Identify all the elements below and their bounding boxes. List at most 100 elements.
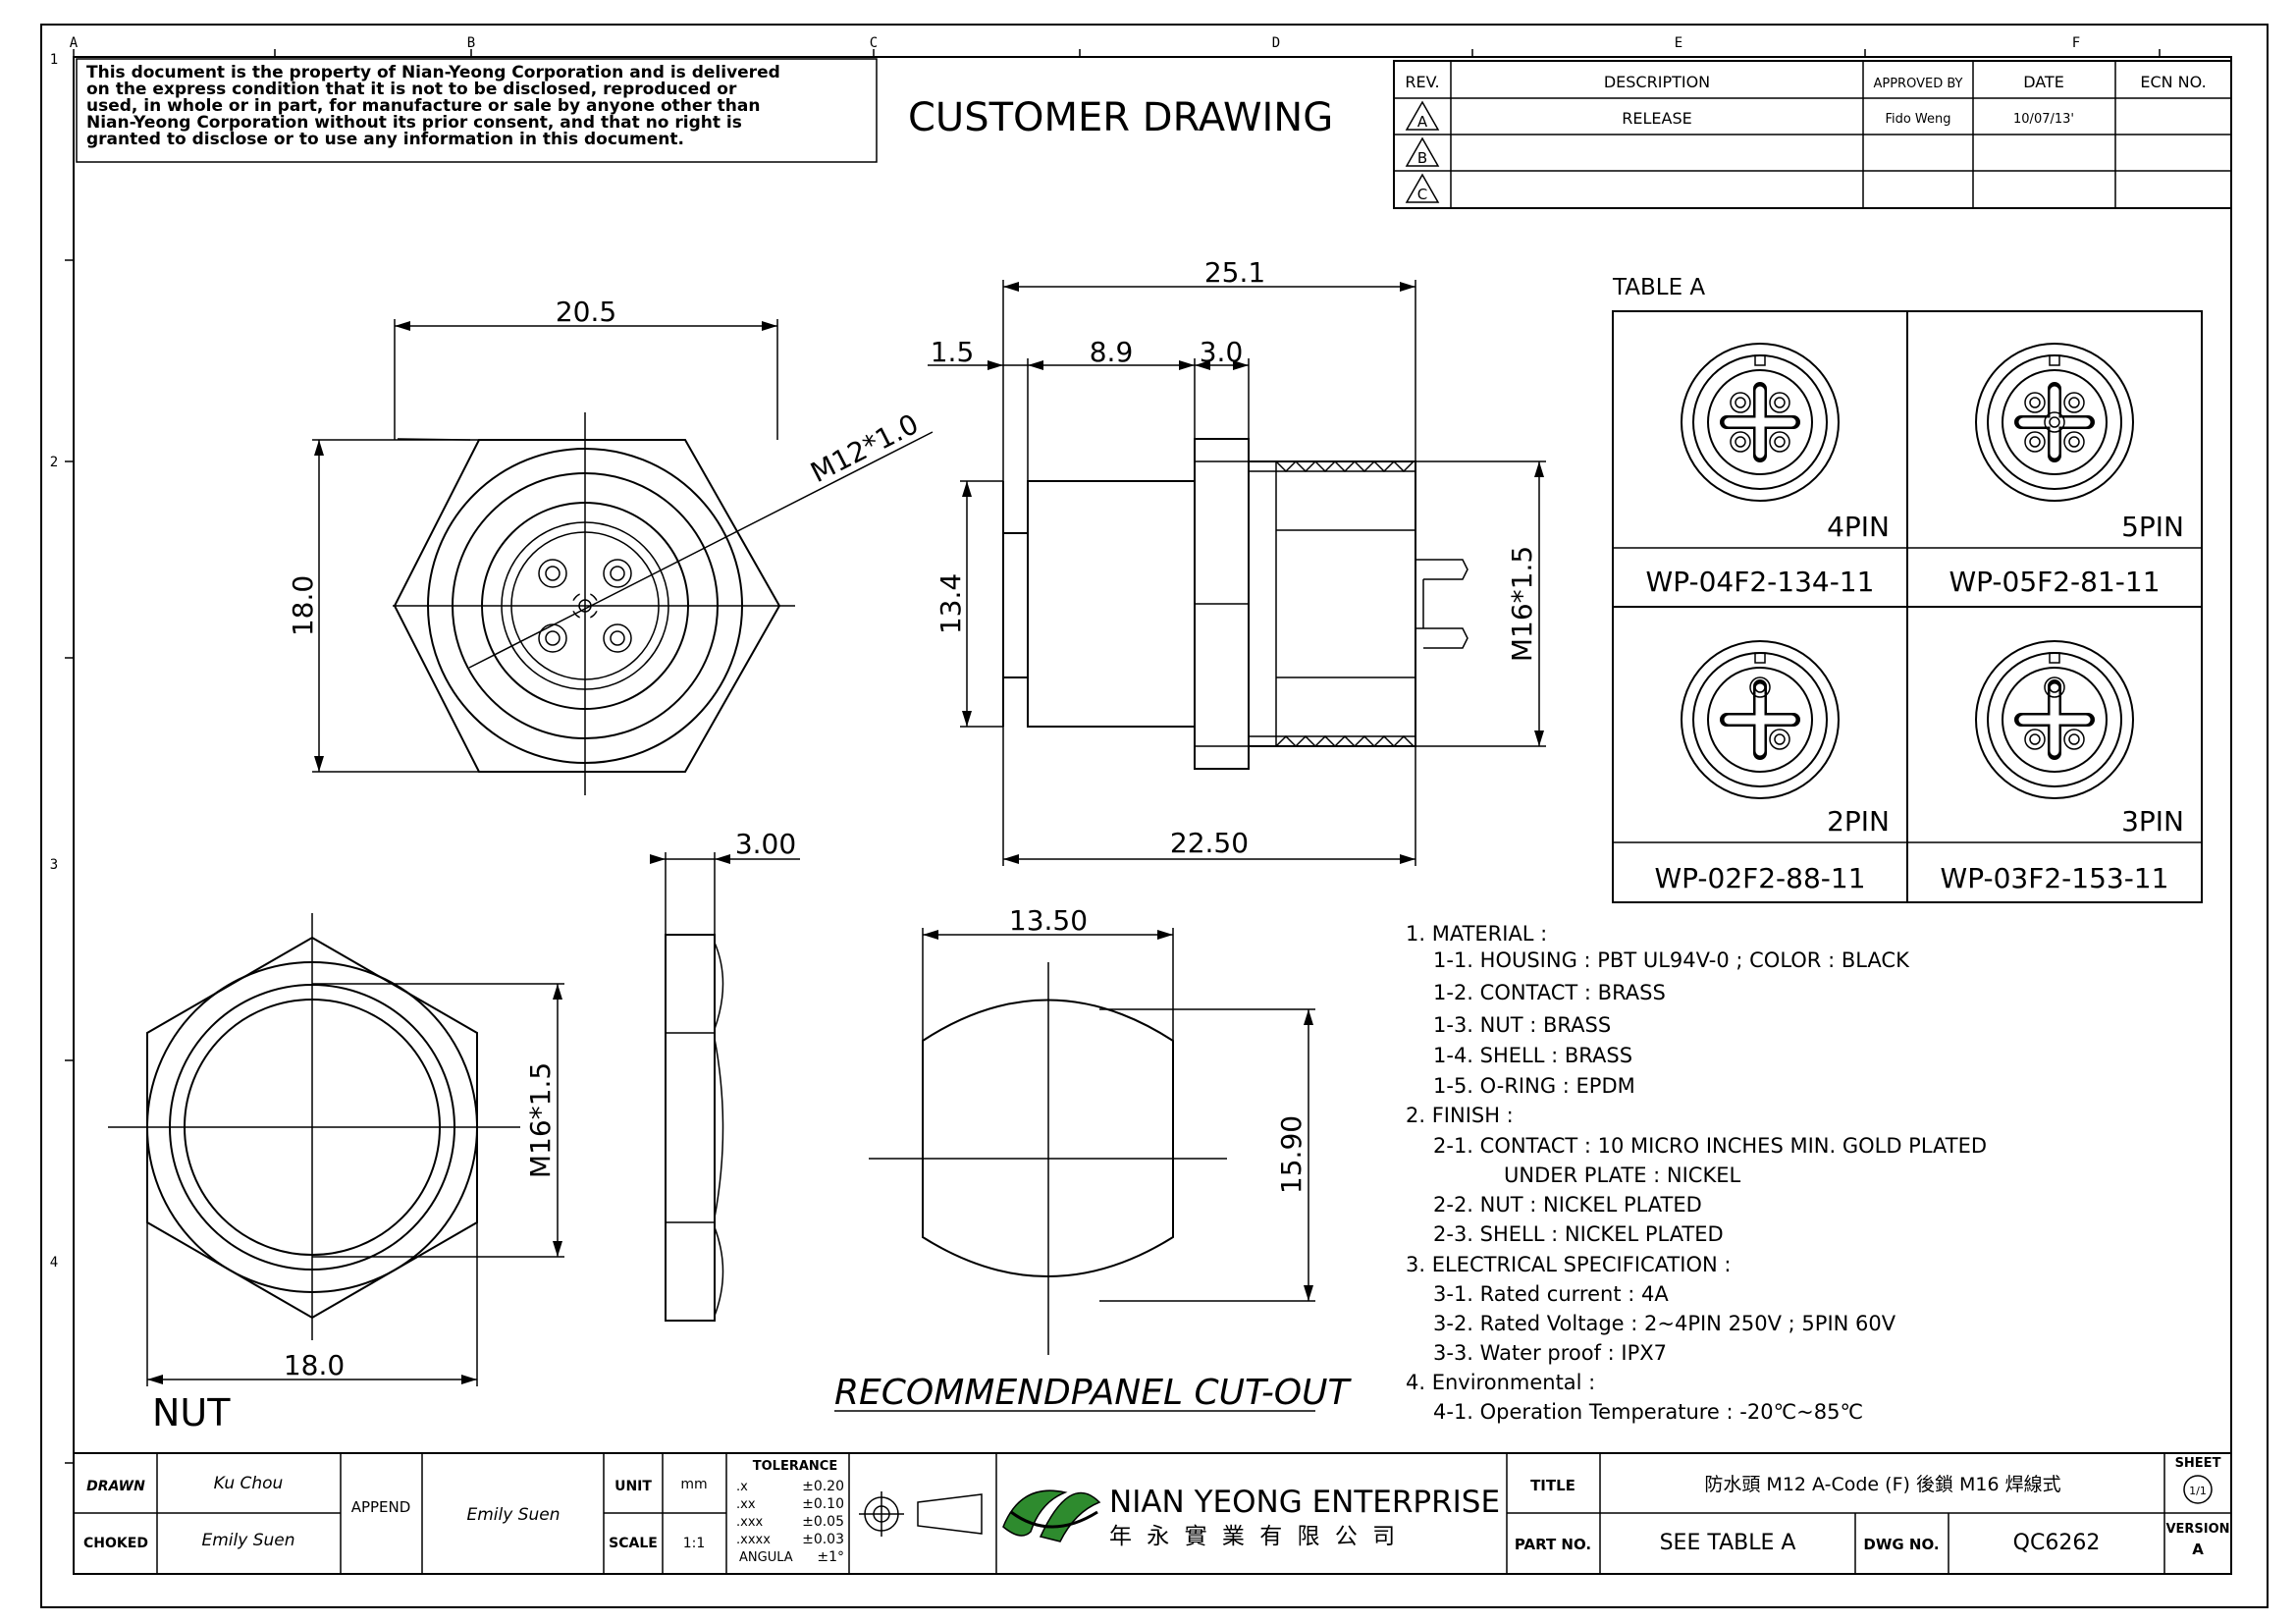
spec-line: 1-5. O-RING : EPDM xyxy=(1433,1074,1635,1098)
side-view: 25.1 1.5 8.9 3.0 13.4 M16*1.5 22.50 xyxy=(928,256,1546,866)
nut-view: M16*1.5 18.0 NUT xyxy=(108,913,564,1434)
tb-dwgno-value: QC6262 xyxy=(2013,1531,2101,1555)
spec-line: 3. ELECTRICAL SPECIFICATION : xyxy=(1406,1253,1731,1276)
spec-line: 1-2. CONTACT : BRASS xyxy=(1433,981,1666,1004)
grid-col-c: C xyxy=(870,35,878,51)
dim-side-b: 8.9 xyxy=(1090,336,1134,368)
spec-line: 3-2. Rated Voltage : 2~4PIN 250V ; 5PIN … xyxy=(1433,1312,1896,1335)
spec-line: UNDER PLATE : NICKEL xyxy=(1504,1163,1740,1187)
table-a: TABLE A 4PIN WP-04F2-134-11 5PIN WP-05F2… xyxy=(1612,275,2203,903)
company-logo-icon xyxy=(1002,1489,1101,1542)
tb-tol-key: .xxx xyxy=(736,1515,764,1530)
tb-version-value: A xyxy=(2192,1541,2204,1558)
rev-row-a-rev: A xyxy=(1417,113,1428,131)
spec-line: 4-1. Operation Temperature : -20℃~85℃ xyxy=(1433,1400,1863,1424)
dim-front-height: 18.0 xyxy=(287,575,319,636)
tb-tol-key: .x xyxy=(736,1480,748,1494)
table-a-pins-5: 5PIN xyxy=(2121,511,2184,543)
notice-box xyxy=(76,58,878,163)
cutout-label: RECOMMENDPANEL CUT-OUT xyxy=(834,1373,1352,1413)
dim-cut-height: 15.90 xyxy=(1275,1115,1308,1194)
nut-side-view: 3.00 xyxy=(650,828,800,1322)
table-a-title: TABLE A xyxy=(1612,275,1705,300)
tb-scale-label: SCALE xyxy=(609,1536,658,1551)
spec-line: 2-3. SHELL : NICKEL PLATED xyxy=(1433,1222,1724,1246)
tb-tol-val: ±0.05 xyxy=(802,1514,844,1530)
grid-col-f: F xyxy=(2072,35,2080,51)
dim-side-height: 13.4 xyxy=(934,573,967,634)
tb-sheet-value: 1/1 xyxy=(2189,1485,2207,1497)
rev-row-c-rev: C xyxy=(1417,186,1427,203)
table-a-part-2: WP-02F2-88-11 xyxy=(1654,862,1865,894)
dim-side-bottom: 22.50 xyxy=(1170,827,1249,859)
grid-row-3: 3 xyxy=(50,857,58,873)
tb-drawn-value: Ku Chou xyxy=(214,1474,284,1493)
tb-partno-label: PART NO. xyxy=(1515,1536,1591,1553)
tb-tolerance-label: TOLERANCE xyxy=(753,1459,837,1474)
dim-front-width: 20.5 xyxy=(556,296,616,328)
tb-title-value: 防水頭 M12 A-Code (F) 後鎖 M16 焊線式 xyxy=(1704,1474,2060,1495)
tb-tol-val: ±0.20 xyxy=(802,1479,844,1494)
notice-line-1: This document is the property of Nian-Ye… xyxy=(86,63,780,82)
spec-line: 1-3. NUT : BRASS xyxy=(1433,1013,1611,1037)
table-a-pins-3: 3PIN xyxy=(2121,805,2184,838)
spec-line: 1-1. HOUSING : PBT UL94V-0 ; COLOR : BLA… xyxy=(1433,948,1910,972)
rev-header-description: DESCRIPTION xyxy=(1604,73,1710,91)
table-a-pins-4: 4PIN xyxy=(1827,511,1890,543)
dim-front-thread: M12*1.0 xyxy=(805,407,923,489)
tb-dwgno-label: DWG NO. xyxy=(1863,1536,1939,1553)
tb-append-value: Emily Suen xyxy=(466,1505,560,1525)
dim-cut-width: 13.50 xyxy=(1009,904,1088,937)
tb-drawn-label: DRAWN xyxy=(86,1479,145,1494)
dim-side-total: 25.1 xyxy=(1204,256,1265,289)
grid-row-4: 4 xyxy=(50,1255,58,1271)
spec-line: 1. MATERIAL : xyxy=(1406,922,1547,946)
spec-line: 1-4. SHELL : BRASS xyxy=(1433,1044,1632,1067)
rev-row-a-date: 10/07/13' xyxy=(2013,112,2074,127)
dim-nut-width: 18.0 xyxy=(284,1349,345,1381)
panel-cutout: 13.50 15.90 RECOMMENDPANEL CUT-OUT xyxy=(834,904,1352,1413)
dim-nut-thread: M16*1.5 xyxy=(524,1062,557,1178)
tb-checked-label: CHOKED xyxy=(83,1536,148,1551)
grid-col-e: E xyxy=(1675,35,1682,51)
nut-label: NUT xyxy=(152,1391,231,1434)
specifications: 1. MATERIAL : 1-1. HOUSING : PBT UL94V-0… xyxy=(1406,922,1987,1424)
table-a-part-3: WP-03F2-153-11 xyxy=(1941,862,2169,894)
rev-header-ecn: ECN NO. xyxy=(2140,73,2206,91)
tb-tol-key: .xx xyxy=(736,1497,756,1512)
tb-tol-key: .xxxx xyxy=(736,1533,771,1547)
tb-unit-label: UNIT xyxy=(614,1479,652,1494)
tb-version-label: VERSION xyxy=(2165,1522,2229,1537)
tb-tol-val: ±0.03 xyxy=(802,1532,844,1547)
customer-drawing-title: CUSTOMER DRAWING xyxy=(908,95,1333,140)
tb-tol-key: ANGULA xyxy=(739,1550,793,1565)
table-a-pins-2: 2PIN xyxy=(1827,805,1890,838)
tb-tol-val: ±1° xyxy=(817,1549,844,1565)
projection-symbol-icon xyxy=(859,1491,983,1537)
rev-header-date: DATE xyxy=(2023,73,2064,91)
notice-text: This document is the property of Nian-Ye… xyxy=(86,63,780,149)
tb-append-label: APPEND xyxy=(351,1498,411,1516)
revision-table: REV. DESCRIPTION APPROVED BY DATE ECN NO… xyxy=(1393,60,2232,209)
rev-header-rev: REV. xyxy=(1405,73,1439,91)
rev-row-a-description: RELEASE xyxy=(1622,109,1691,128)
tb-title-label: TITLE xyxy=(1530,1477,1575,1494)
spec-line: 3-3. Water proof : IPX7 xyxy=(1433,1341,1667,1365)
grid-col-b: B xyxy=(467,35,475,51)
tb-sheet-label: SHEET xyxy=(2175,1456,2221,1471)
rev-header-approved: APPROVED BY xyxy=(1873,77,1962,91)
spec-line: 2-2. NUT : NICKEL PLATED xyxy=(1433,1193,1702,1217)
rev-row-a-approved: Fido Weng xyxy=(1885,112,1950,127)
outer-frame xyxy=(40,24,2269,1608)
dim-side-c: 3.0 xyxy=(1200,336,1244,368)
dim-nut-thickness: 3.00 xyxy=(735,828,796,860)
spec-line: 4. Environmental : xyxy=(1406,1371,1595,1394)
table-a-part-5: WP-05F2-81-11 xyxy=(1949,566,2160,598)
table-a-part-4: WP-04F2-134-11 xyxy=(1646,566,1875,598)
tb-checked-value: Emily Suen xyxy=(201,1531,294,1550)
sheet-circle-icon xyxy=(2183,1475,2213,1504)
tb-scale-value: 1:1 xyxy=(683,1536,706,1551)
tb-tol-val: ±0.10 xyxy=(802,1496,844,1512)
